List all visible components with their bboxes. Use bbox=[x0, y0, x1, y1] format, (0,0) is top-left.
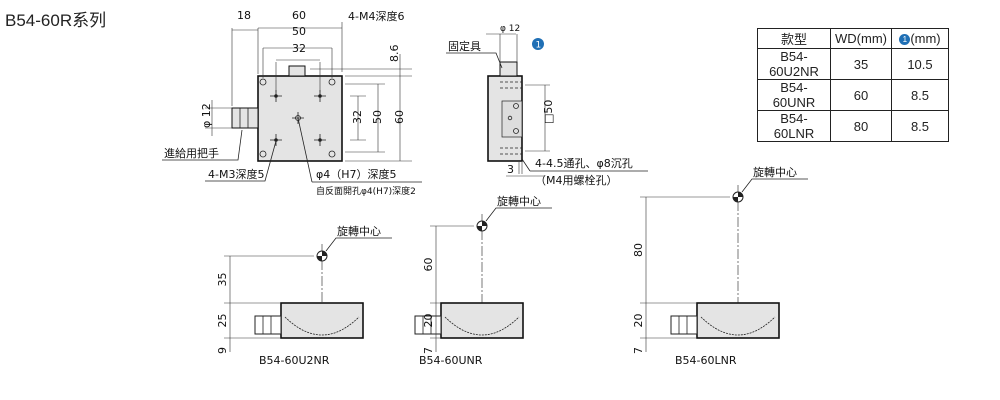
dim-square-50: □50 bbox=[542, 100, 555, 124]
header-model: 款型 bbox=[757, 28, 831, 49]
dim-8-6: 8.6 bbox=[388, 45, 401, 63]
header-wd: WD(mm) bbox=[830, 28, 892, 49]
m4-note: 4-M4深度6 bbox=[348, 9, 404, 23]
table-header-row: 款型 WD(mm) 1(mm) bbox=[757, 28, 949, 49]
hole-note-back: 自反面開孔φ4(H7)深度2 bbox=[316, 185, 416, 197]
feed-handle bbox=[670, 315, 698, 335]
dim-phi-12-side: φ 12 bbox=[500, 24, 520, 34]
dim-50-height: 50 bbox=[371, 110, 384, 124]
scale-arc bbox=[444, 316, 520, 336]
fixture-label: 固定具 bbox=[448, 39, 481, 53]
hole-note: φ4（H7）深度5 bbox=[316, 167, 397, 181]
rotation-center-label: 旋轉中心 bbox=[753, 165, 797, 179]
fixture-knob bbox=[288, 65, 306, 77]
stage-body-top bbox=[257, 75, 343, 162]
model-label: B54-60LNR bbox=[675, 354, 737, 367]
dim-32-width: 32 bbox=[292, 42, 306, 55]
scale-arc bbox=[700, 316, 776, 336]
dim-60-width: 60 bbox=[292, 9, 306, 22]
page-title: B54-60R系列 bbox=[5, 11, 107, 30]
marker-1-badge: 1 bbox=[532, 38, 544, 51]
dim-offset: 7 bbox=[632, 347, 645, 354]
dim-50-width: 50 bbox=[292, 25, 306, 38]
through-hole-note: 4-4.5通孔、φ8沉孔 bbox=[535, 157, 633, 170]
svg-text:1: 1 bbox=[536, 41, 542, 51]
rotation-center-label: 旋轉中心 bbox=[497, 194, 541, 208]
stage-body-front bbox=[440, 302, 524, 339]
dim-32-height: 32 bbox=[351, 110, 364, 124]
feed-handle bbox=[254, 315, 282, 335]
dim-offset: 9 bbox=[216, 347, 229, 354]
dim-18: 18 bbox=[237, 9, 251, 22]
dim-height: 25 bbox=[216, 314, 229, 328]
scale-arc bbox=[284, 316, 360, 336]
feed-handle bbox=[231, 107, 259, 129]
marker-1-icon: 1 bbox=[899, 34, 911, 45]
stage-body-front bbox=[280, 302, 364, 339]
bolt-hole-note: （M4用螺栓孔） bbox=[535, 173, 618, 187]
dim-3: 3 bbox=[507, 163, 514, 176]
dim-phi-12: φ 12 bbox=[200, 103, 213, 128]
dim-60-height: 60 bbox=[393, 110, 406, 124]
rotation-center-label: 旋轉中心 bbox=[337, 224, 381, 238]
dim-offset: 7 bbox=[422, 347, 435, 354]
dim-height: 20 bbox=[632, 314, 645, 328]
header-marker1: 1(mm) bbox=[890, 28, 949, 49]
dim-wd: 80 bbox=[632, 243, 645, 257]
side-view: φ 12 固定具 1 □50 3 4-4.5通孔、φ8沉孔 （M4用螺栓孔） bbox=[446, 24, 648, 187]
dim-height: 20 bbox=[422, 314, 435, 328]
stage-body-front bbox=[696, 302, 780, 339]
model-label: B54-60U2NR bbox=[259, 354, 330, 367]
feed-handle bbox=[414, 315, 442, 335]
top-view: 18 60 50 32 4-M4深度6 8.6 32 50 60 φ 12 進給… bbox=[162, 9, 422, 197]
model-label: B54-60UNR bbox=[419, 354, 483, 367]
m3-note: 4-M3深度5 bbox=[208, 167, 264, 181]
handle-label: 進給用把手 bbox=[164, 146, 219, 160]
dim-wd: 60 bbox=[422, 258, 435, 272]
dim-wd: 35 bbox=[216, 273, 229, 287]
